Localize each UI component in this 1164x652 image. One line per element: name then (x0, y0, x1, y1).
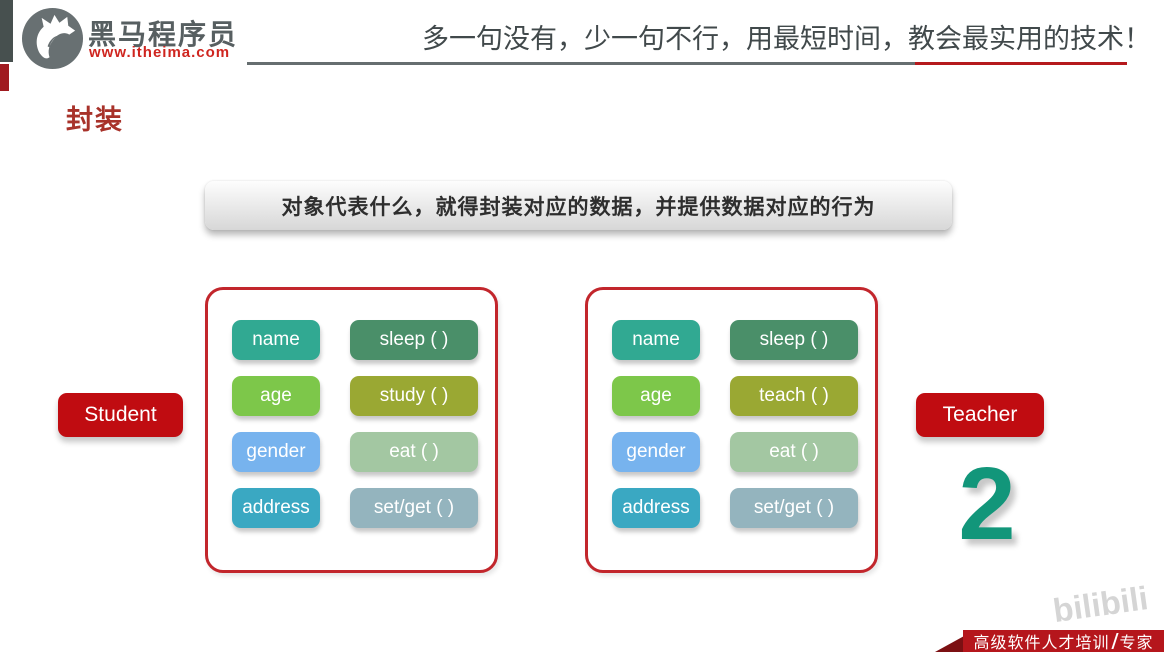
left-edge-red-bar (0, 64, 9, 91)
brand-name: 黑马程序员 (88, 19, 239, 50)
method-pill: sleep ( ) (730, 320, 858, 360)
attribute-pill: address (612, 488, 700, 528)
page-number: 2 (958, 446, 1016, 561)
bilibili-watermark: bilibili (1050, 579, 1151, 630)
footer-ribbon: 高级软件人才培训 专家 (935, 630, 1164, 652)
attribute-pill: address (232, 488, 320, 528)
method-pill: set/get ( ) (730, 488, 858, 528)
ribbon-bar: 高级软件人才培训 专家 (963, 630, 1164, 652)
brand-url: www.itheima.com (89, 44, 231, 61)
student-class-box: name sleep ( ) age study ( ) gender eat … (205, 287, 498, 573)
ribbon-text-right: 专家 (1119, 633, 1154, 652)
attribute-pill: name (232, 320, 320, 360)
attribute-pill: age (612, 376, 700, 416)
method-pill: teach ( ) (730, 376, 858, 416)
attribute-pill: gender (612, 432, 700, 472)
ribbon-text-left: 高级软件人才培训 (973, 633, 1110, 652)
attribute-pill: gender (232, 432, 320, 472)
teacher-class-box: name sleep ( ) age teach ( ) gender eat … (585, 287, 878, 573)
teacher-pill-grid: name sleep ( ) age teach ( ) gender eat … (588, 290, 875, 528)
method-pill: study ( ) (350, 376, 478, 416)
student-pill-grid: name sleep ( ) age study ( ) gender eat … (208, 290, 495, 528)
teacher-label: Teacher (916, 393, 1044, 437)
ribbon-divider (1110, 633, 1119, 649)
method-pill: eat ( ) (730, 432, 858, 472)
page-title: 封装 (66, 105, 124, 135)
method-pill: eat ( ) (350, 432, 478, 472)
header-rule-gray (247, 62, 915, 65)
left-edge-dark-bar (0, 0, 13, 62)
method-pill: sleep ( ) (350, 320, 478, 360)
student-label: Student (58, 393, 183, 437)
key-point-banner: 对象代表什么，就得封装对应的数据，并提供数据对应的行为 (205, 181, 952, 230)
method-pill: set/get ( ) (350, 488, 478, 528)
attribute-pill: name (612, 320, 700, 360)
attribute-pill: age (232, 376, 320, 416)
header-rule-red (915, 62, 1127, 65)
header-tagline: 多一句没有，少一句不行，用最短时间，教会最实用的技术！ (422, 24, 1151, 55)
horse-logo-icon (21, 7, 84, 70)
